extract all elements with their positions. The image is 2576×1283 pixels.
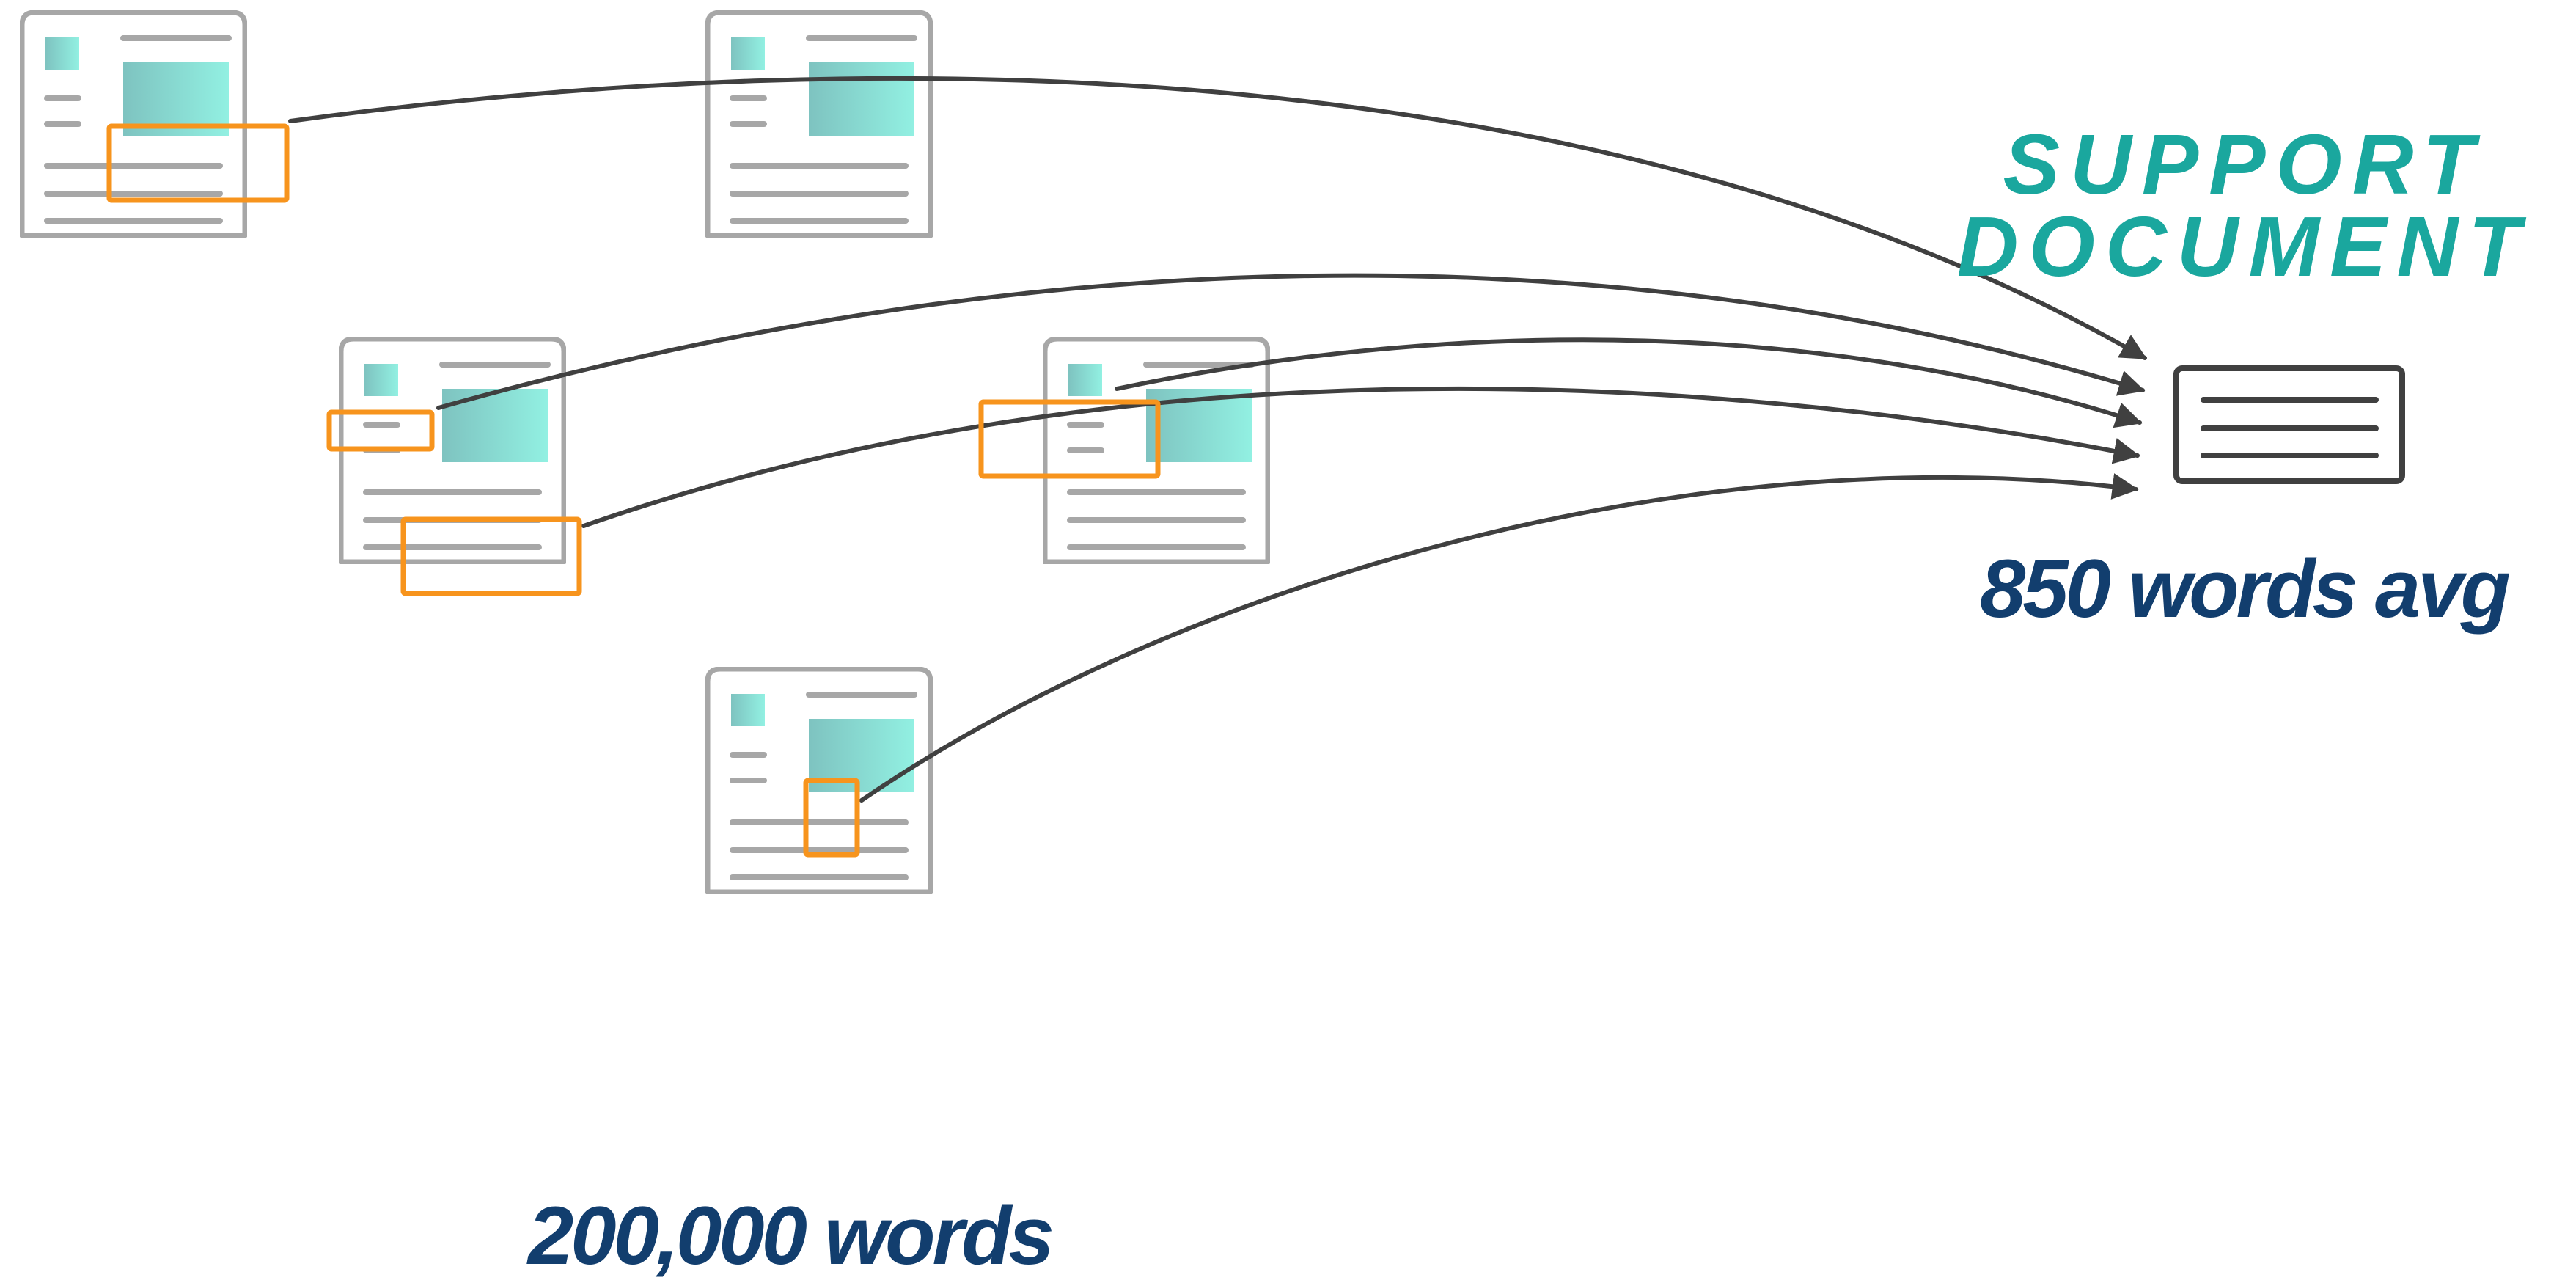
excerpt-arrow-5 [859, 473, 2139, 803]
excerpt-arrow-2 [436, 273, 2146, 410]
corpus-total-caption: 200,000 words [528, 1190, 1054, 1282]
support-document-icon [2173, 365, 2405, 484]
support-title-line-1: SUPPORT [2003, 117, 2485, 212]
excerpt-arrow-3 [1115, 337, 2143, 428]
excerpt-highlight-5 [803, 778, 860, 858]
excerpt-highlight-2 [326, 409, 435, 452]
excerpt-highlight-4 [978, 399, 1161, 479]
excerpt-arrow-4 [581, 386, 2140, 528]
support-avg-caption: 850 words avg [1980, 543, 2511, 635]
support-document-title: SUPPORT DOCUMENT [1921, 117, 2566, 294]
excerpt-highlight-1 [106, 123, 290, 203]
source-document-2-icon [708, 12, 931, 235]
support-title-line-2: DOCUMENT [1956, 199, 2531, 294]
excerpt-arrow-1 [288, 76, 2148, 360]
excerpt-highlight-3 [400, 516, 582, 596]
